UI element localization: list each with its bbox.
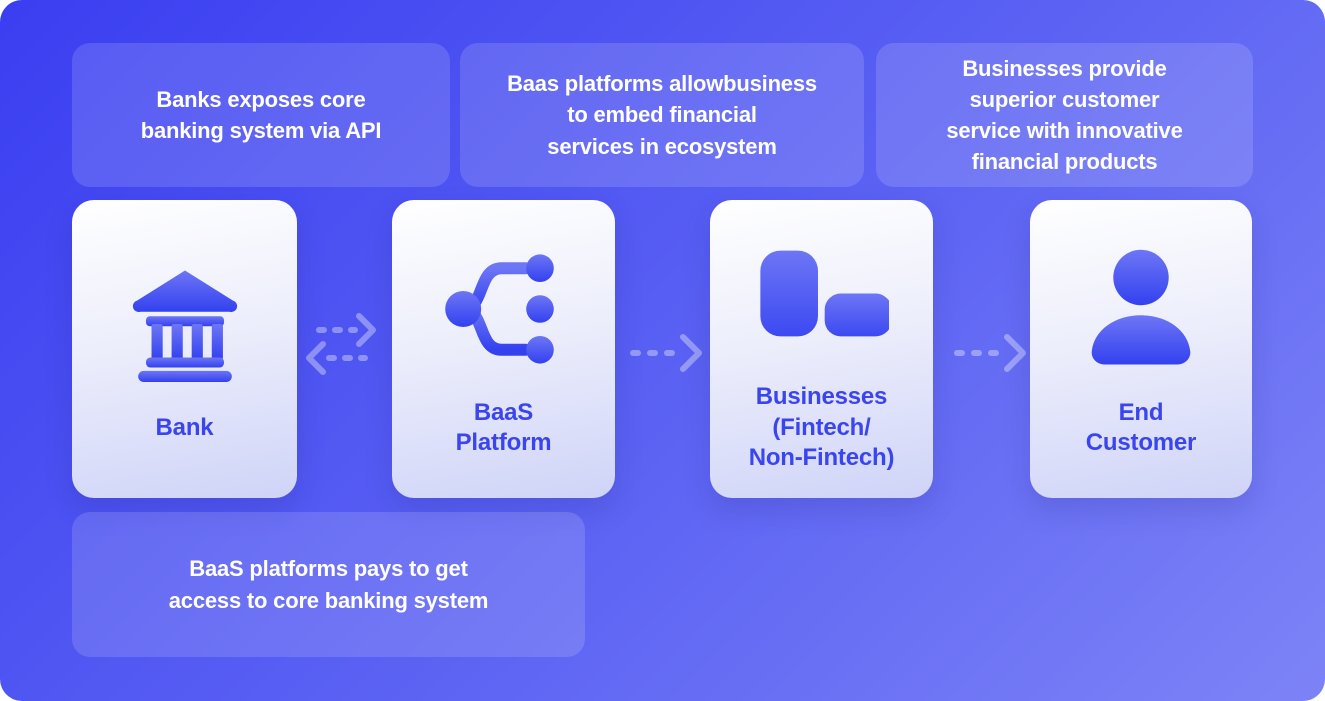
note-baas-embed-text: Baas platforms allowbusiness to embed fi… xyxy=(507,71,817,159)
arrow-bidirectional-bank-baas xyxy=(297,312,385,381)
card-end-customer: End Customer xyxy=(1030,200,1252,498)
card-baas-platform: BaaS Platform xyxy=(392,200,615,498)
note-bank-api: Banks exposes core banking system via AP… xyxy=(72,43,450,187)
note-baas-pays: BaaS platforms pays to get access to cor… xyxy=(72,512,585,657)
note-business-service: Businesses provide superior customer ser… xyxy=(876,43,1253,187)
arrow-right-baas-businesses xyxy=(625,331,705,380)
card-end-customer-label: End Customer xyxy=(1085,398,1197,456)
arrow-right-businesses-customer xyxy=(949,331,1029,380)
card-bank: Bank xyxy=(72,200,297,498)
network-branch-icon xyxy=(444,240,564,378)
note-baas-pays-text: BaaS platforms pays to get access to cor… xyxy=(168,556,489,613)
person-icon xyxy=(1078,240,1204,378)
card-baas-platform-label: BaaS Platform xyxy=(455,398,552,456)
card-businesses-label: Businesses (Fintech/ Non-Fintech) xyxy=(748,383,895,472)
card-businesses: Businesses (Fintech/ Non-Fintech) xyxy=(710,200,933,498)
bank-building-icon xyxy=(129,255,241,393)
note-bank-api-text: Banks exposes core banking system via AP… xyxy=(140,86,382,143)
note-baas-embed: Baas platforms allowbusiness to embed fi… xyxy=(460,43,864,187)
card-bank-label: Bank xyxy=(155,413,214,441)
business-blocks-icon xyxy=(755,224,889,362)
note-business-service-text: Businesses provide superior customer ser… xyxy=(946,55,1183,175)
